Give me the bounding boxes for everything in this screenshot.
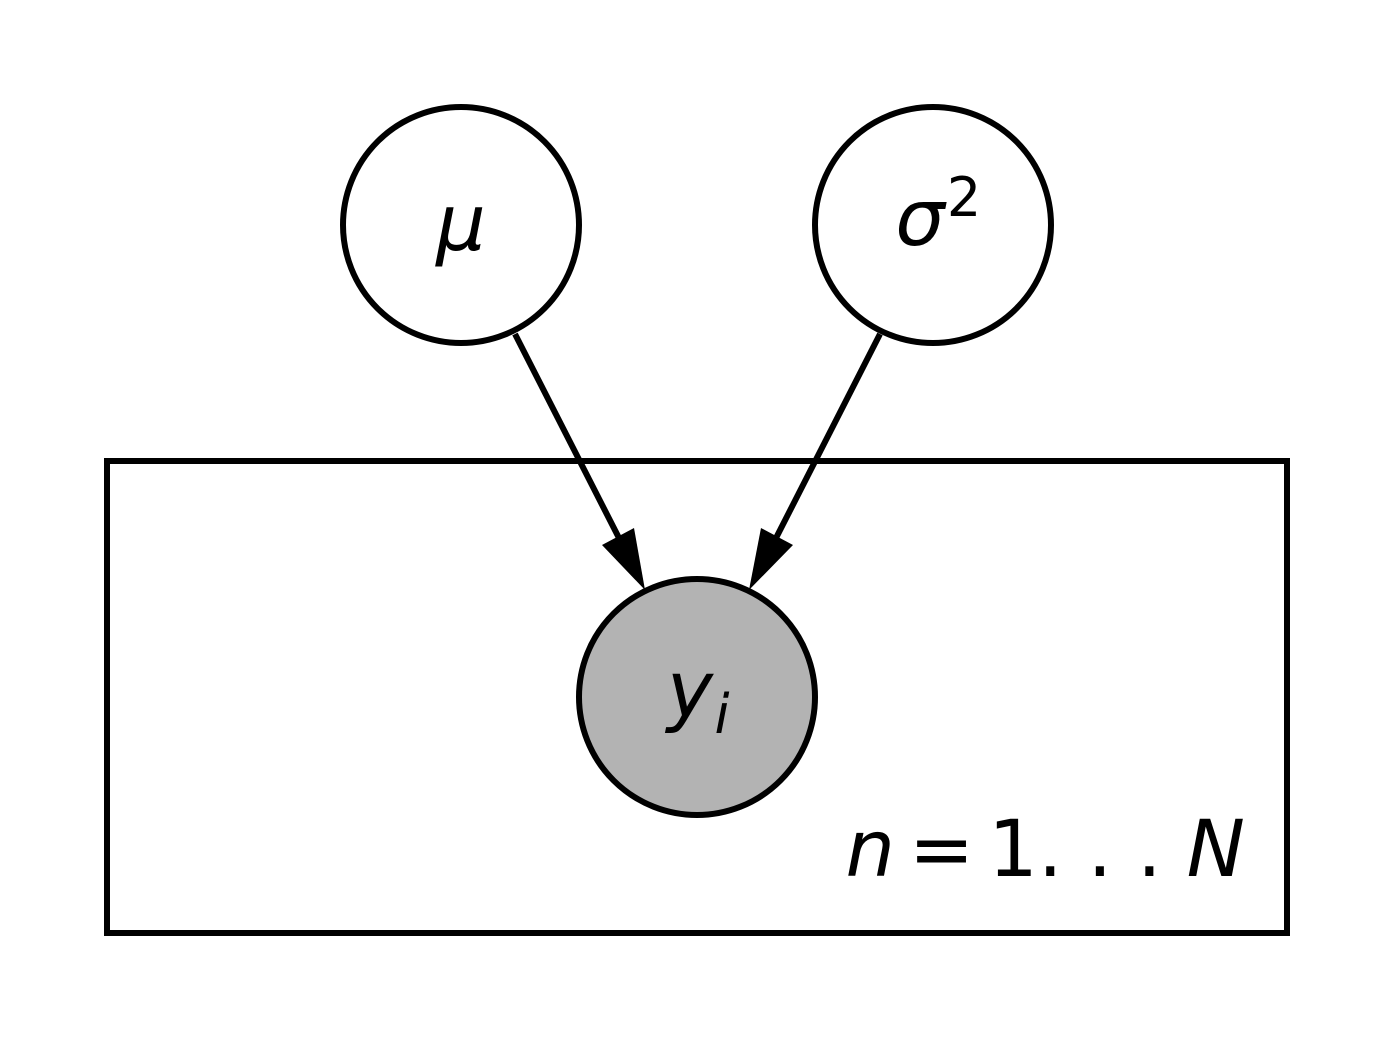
node-y-subscript: i	[714, 683, 729, 746]
node-sigma2-superscript: 2	[947, 166, 981, 229]
node-y: y i	[576, 576, 818, 818]
node-sigma2: σ 2	[812, 104, 1054, 346]
edge-sigma2-to-y	[772, 332, 883, 542]
node-mu-label: μ	[434, 179, 486, 269]
node-mu: μ	[340, 104, 582, 346]
node-mu-circle	[340, 104, 582, 346]
edge-mu-to-y	[512, 332, 623, 542]
node-sigma2-circle	[812, 104, 1054, 346]
plate	[104, 458, 1290, 936]
arrowhead-sigma2-to-y	[749, 528, 793, 590]
arrowhead-mu-to-y	[602, 528, 645, 590]
node-y-label: y	[665, 646, 715, 736]
node-sigma2-label: σ	[895, 174, 947, 264]
node-y-circle	[576, 576, 818, 818]
plate-label: n=1. . . N	[845, 805, 1245, 895]
